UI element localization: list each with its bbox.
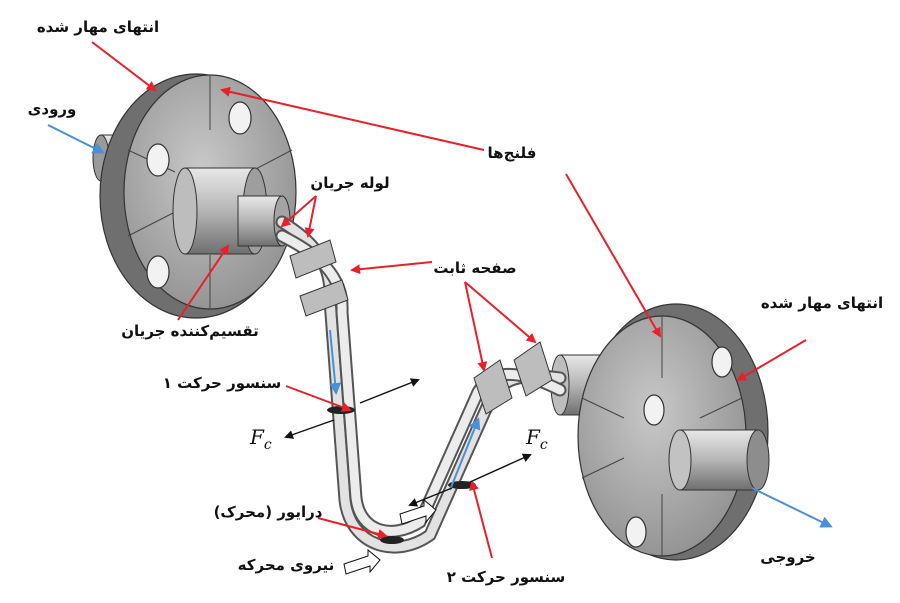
fc-symbol: F bbox=[249, 425, 265, 449]
label-flow-tube: لوله جریان bbox=[310, 174, 389, 192]
label-drive-force: نیروی محرکه bbox=[238, 556, 335, 574]
label-flow-splitter: تقسیم‌کننده جریان bbox=[121, 322, 259, 340]
label-fixed-end-left: انتهای مهار شده bbox=[37, 18, 159, 36]
drive-force-arrow-2 bbox=[343, 548, 381, 575]
label-outlet: خروجی bbox=[760, 548, 815, 566]
label-driver: درایور (محرک) bbox=[214, 503, 323, 521]
inlet-flow-arrow bbox=[47, 124, 105, 154]
tube-flow-arrow-1 bbox=[329, 329, 342, 395]
fixed-plate-2 bbox=[299, 279, 349, 317]
coriolis-force-label-left: Fc bbox=[249, 425, 272, 453]
fixed-plate-4 bbox=[513, 341, 553, 397]
sensor-2-band bbox=[448, 481, 476, 489]
fc-symbol: F bbox=[525, 425, 541, 449]
label-fixed-plate: صفحه ثابت bbox=[433, 259, 516, 277]
label-fixed-end-right: انتهای مهار شده bbox=[761, 294, 883, 312]
tube-flow-arrow-2 bbox=[449, 417, 481, 491]
coriolis-force-label-right: Fc bbox=[525, 425, 548, 453]
fixed-plate-1 bbox=[289, 239, 337, 279]
label-motion-sensor-2: سنسور حرکت ۲ bbox=[447, 568, 566, 586]
label-motion-sensor-1: سنسور حرکت ۱ bbox=[163, 374, 282, 392]
driver-band bbox=[380, 536, 404, 544]
outlet-flow-arrow bbox=[751, 487, 833, 528]
right-flange bbox=[550, 303, 770, 561]
fc-subscript: c bbox=[540, 437, 548, 453]
fc-subscript: c bbox=[264, 437, 272, 453]
flow-tubes bbox=[275, 215, 567, 554]
callout-arrows bbox=[91, 41, 807, 559]
drive-force-arrow-1 bbox=[399, 498, 437, 525]
label-flanges: فلنج‌ها bbox=[488, 144, 537, 162]
label-inlet: ورودی bbox=[28, 100, 77, 118]
fixed-plate-3 bbox=[473, 359, 513, 415]
left-flange bbox=[92, 73, 297, 319]
coriolis-force-arrows bbox=[284, 378, 532, 507]
